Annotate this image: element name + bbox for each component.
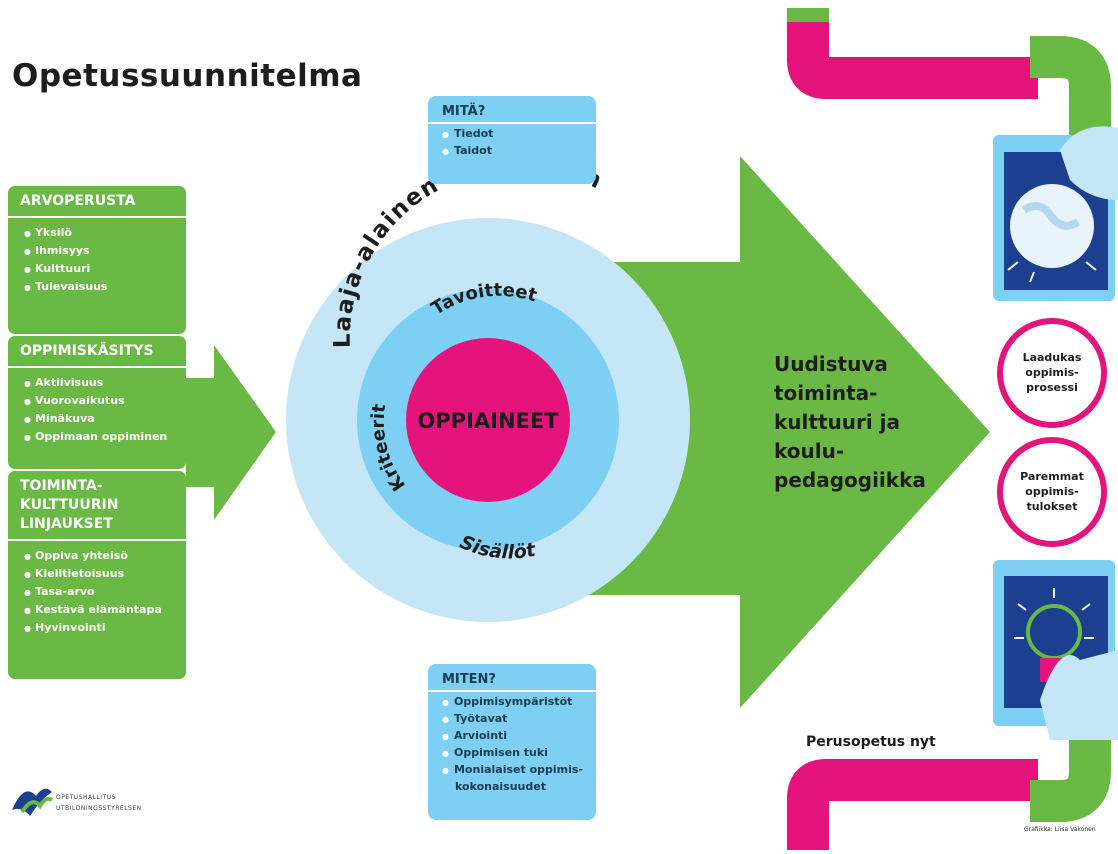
list-item: kokonaisuudet xyxy=(455,780,546,793)
toimintakulttuuri-list: Oppiva yhteisö Kielitietoisuus Tasa-arvo… xyxy=(8,539,186,645)
outcome-line: tulokset xyxy=(1026,500,1078,513)
arrow-text-line: toiminta- xyxy=(774,381,878,405)
page-title: Opetussuunnitelma xyxy=(12,58,363,94)
pipe-bottom xyxy=(787,759,1038,850)
outcome-line: Laadukas xyxy=(1022,351,1082,364)
footer-label: Perusopetus nyt xyxy=(806,734,936,750)
mita-list: Tiedot Taidot xyxy=(428,122,596,168)
arrow-text-line: pedagogiikka xyxy=(774,468,926,492)
list-item: Kulttuuri xyxy=(24,260,178,278)
list-item: Vuorovaikutus xyxy=(24,392,178,410)
pipe-bottom-green xyxy=(1030,740,1111,822)
outcome-line: oppimis- xyxy=(1025,485,1079,498)
arrow-text-line: Uudistuva xyxy=(774,352,888,376)
pipe-top xyxy=(787,8,1038,99)
outcome-line: Paremmat xyxy=(1020,470,1084,483)
list-item: Minäkuva xyxy=(24,410,178,428)
heading-line: KULTTUURIN xyxy=(20,497,119,513)
arvoperusta-box: ARVOPERUSTA Yksilö Ihmisyys Kulttuuri Tu… xyxy=(8,186,186,334)
list-item: Kielitietoisuus xyxy=(24,565,178,583)
list-item: Oppimisen tuki xyxy=(442,745,588,762)
list-item: Taidot xyxy=(442,143,588,160)
outcome-circle-1 xyxy=(997,318,1107,428)
oppimiskasitys-list: Aktiivisuus Vuorovaikutus Minäkuva Oppim… xyxy=(8,366,186,454)
mita-heading: MITÄ? xyxy=(442,104,486,119)
tablet-globe-icon xyxy=(993,126,1118,301)
oppimiskasitys-box: OPPIMISKÄSITYS Aktiivisuus Vuorovaikutus… xyxy=(8,336,186,469)
list-item: Oppimaan oppiminen xyxy=(24,428,178,446)
big-arrow xyxy=(560,156,990,708)
outcome-line: prosessi xyxy=(1026,381,1078,394)
arvoperusta-heading: ARVOPERUSTA xyxy=(20,193,136,209)
list-item: Ihmisyys xyxy=(24,242,178,260)
list-item: Hyvinvointi xyxy=(24,619,178,637)
input-arrow xyxy=(186,345,276,520)
logo-line: OPETUSHALLITUS xyxy=(56,794,116,801)
list-item: Tasa-arvo xyxy=(24,583,178,601)
arrow-text: Uudistuva toiminta- kulttuuri ja koulu- … xyxy=(774,350,954,495)
outcome-text-1: Laadukas oppimis- prosessi xyxy=(1008,350,1096,395)
toimintakulttuuri-box: TOIMINTA- KULTTUURIN LINJAUKSET Oppiva y… xyxy=(8,471,186,679)
list-item: Yksilö xyxy=(24,224,178,242)
tablet-lightbulb-icon xyxy=(993,560,1118,740)
miten-heading: MITEN? xyxy=(442,672,496,687)
heading-line: LINJAUKSET xyxy=(20,516,113,532)
list-item: Tulevaisuus xyxy=(24,278,178,296)
oppimiskasitys-heading: OPPIMISKÄSITYS xyxy=(20,343,154,359)
arvoperusta-list: Yksilö Ihmisyys Kulttuuri Tulevaisuus xyxy=(8,216,186,304)
list-item: Kestävä elämäntapa xyxy=(24,601,178,619)
heading-line: TOIMINTA- xyxy=(20,478,103,494)
list-item: Työtavat xyxy=(442,711,588,728)
center-circle xyxy=(406,338,570,502)
logo-line: UTBILDNINGSSTYRELSEN xyxy=(56,805,142,812)
miten-box: MITEN? Oppimisympäristöt Työtavat Arvioi… xyxy=(428,664,596,820)
list-item: Oppiva yhteisö xyxy=(24,547,178,565)
list-item: Aktiivisuus xyxy=(24,374,178,392)
pipe-top-green-2 xyxy=(1030,36,1111,140)
outcome-line: oppimis- xyxy=(1025,366,1079,379)
outcome-circle-2 xyxy=(997,437,1107,547)
mita-box: MITÄ? Tiedot Taidot xyxy=(428,96,596,184)
outcome-text-2: Paremmat oppimis- tulokset xyxy=(1008,469,1096,514)
miten-list: Oppimisympäristöt Työtavat Arviointi Opp… xyxy=(428,690,596,804)
opetushallitus-logo-icon xyxy=(12,788,54,816)
arrow-text-line: kulttuuri ja xyxy=(774,410,901,434)
list-item: Oppimisympäristöt xyxy=(442,694,588,711)
credit-text: Grafiikka: Liisa Vakonen xyxy=(1024,826,1096,833)
toimintakulttuuri-heading: TOIMINTA- KULTTUURIN LINJAUKSET xyxy=(8,471,186,539)
list-item: Monialaiset oppimis- xyxy=(442,762,588,779)
list-item: Arviointi xyxy=(442,728,588,745)
pipe-top-green-1 xyxy=(787,8,829,22)
logo-text: OPETUSHALLITUS UTBILDNINGSSTYRELSEN xyxy=(56,792,142,814)
arrow-text-line: koulu- xyxy=(774,439,845,463)
center-label: OPPIAINEET xyxy=(417,409,559,433)
list-item: Tiedot xyxy=(442,126,588,143)
